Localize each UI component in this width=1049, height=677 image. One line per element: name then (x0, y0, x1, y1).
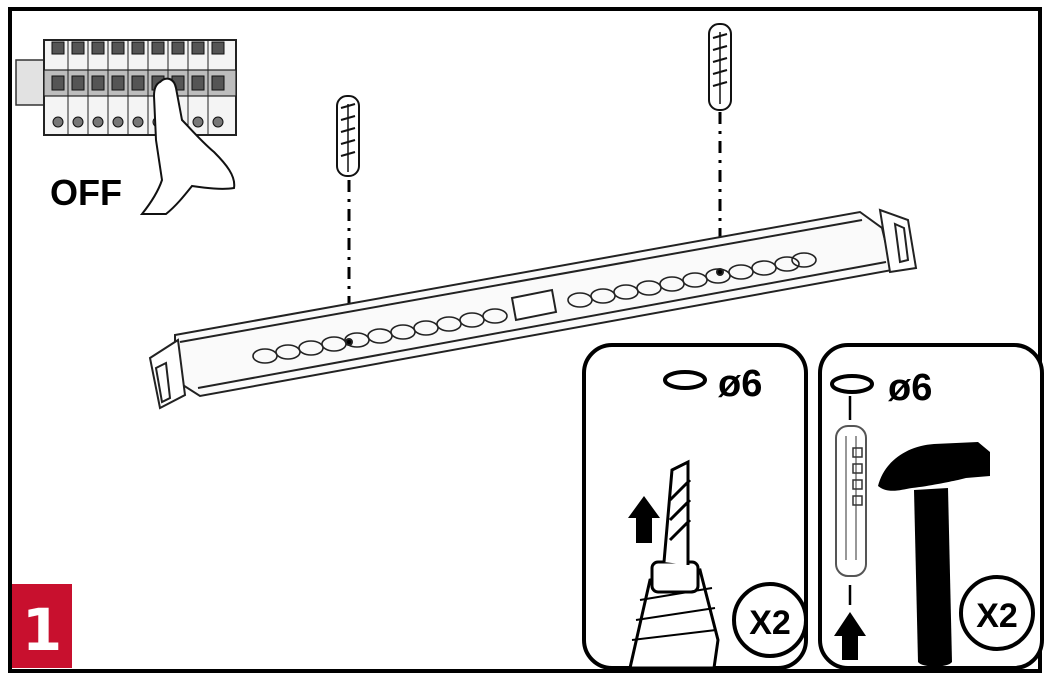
plug-quantity-badge (959, 575, 1035, 651)
hand-icon (139, 77, 236, 215)
breaker-state-label: OFF (50, 172, 122, 213)
mounting-bracket-rail (148, 208, 918, 410)
step-number-badge (12, 584, 72, 668)
hole-diameter-icon (663, 370, 707, 390)
drill-quantity-badge (732, 582, 808, 658)
wall-plug-left-icon (336, 95, 360, 177)
step-number: 1 (22, 596, 62, 664)
drill-up-arrow-icon (628, 496, 660, 543)
drill-quantity-label: X2 (749, 604, 791, 642)
hammer-icon (878, 442, 990, 667)
wall-plug-icon (835, 425, 867, 577)
drill-diameter-label: ø6 (718, 363, 762, 405)
drill-icon (628, 459, 720, 670)
plug-up-arrow-icon (834, 612, 866, 660)
plug-quantity-label: X2 (976, 597, 1018, 635)
wall-plug-right-icon (708, 23, 732, 111)
plug-diameter-label: ø6 (888, 367, 932, 409)
circuit-breaker-icon (15, 39, 237, 136)
plug-hole-diameter-icon (830, 374, 874, 394)
